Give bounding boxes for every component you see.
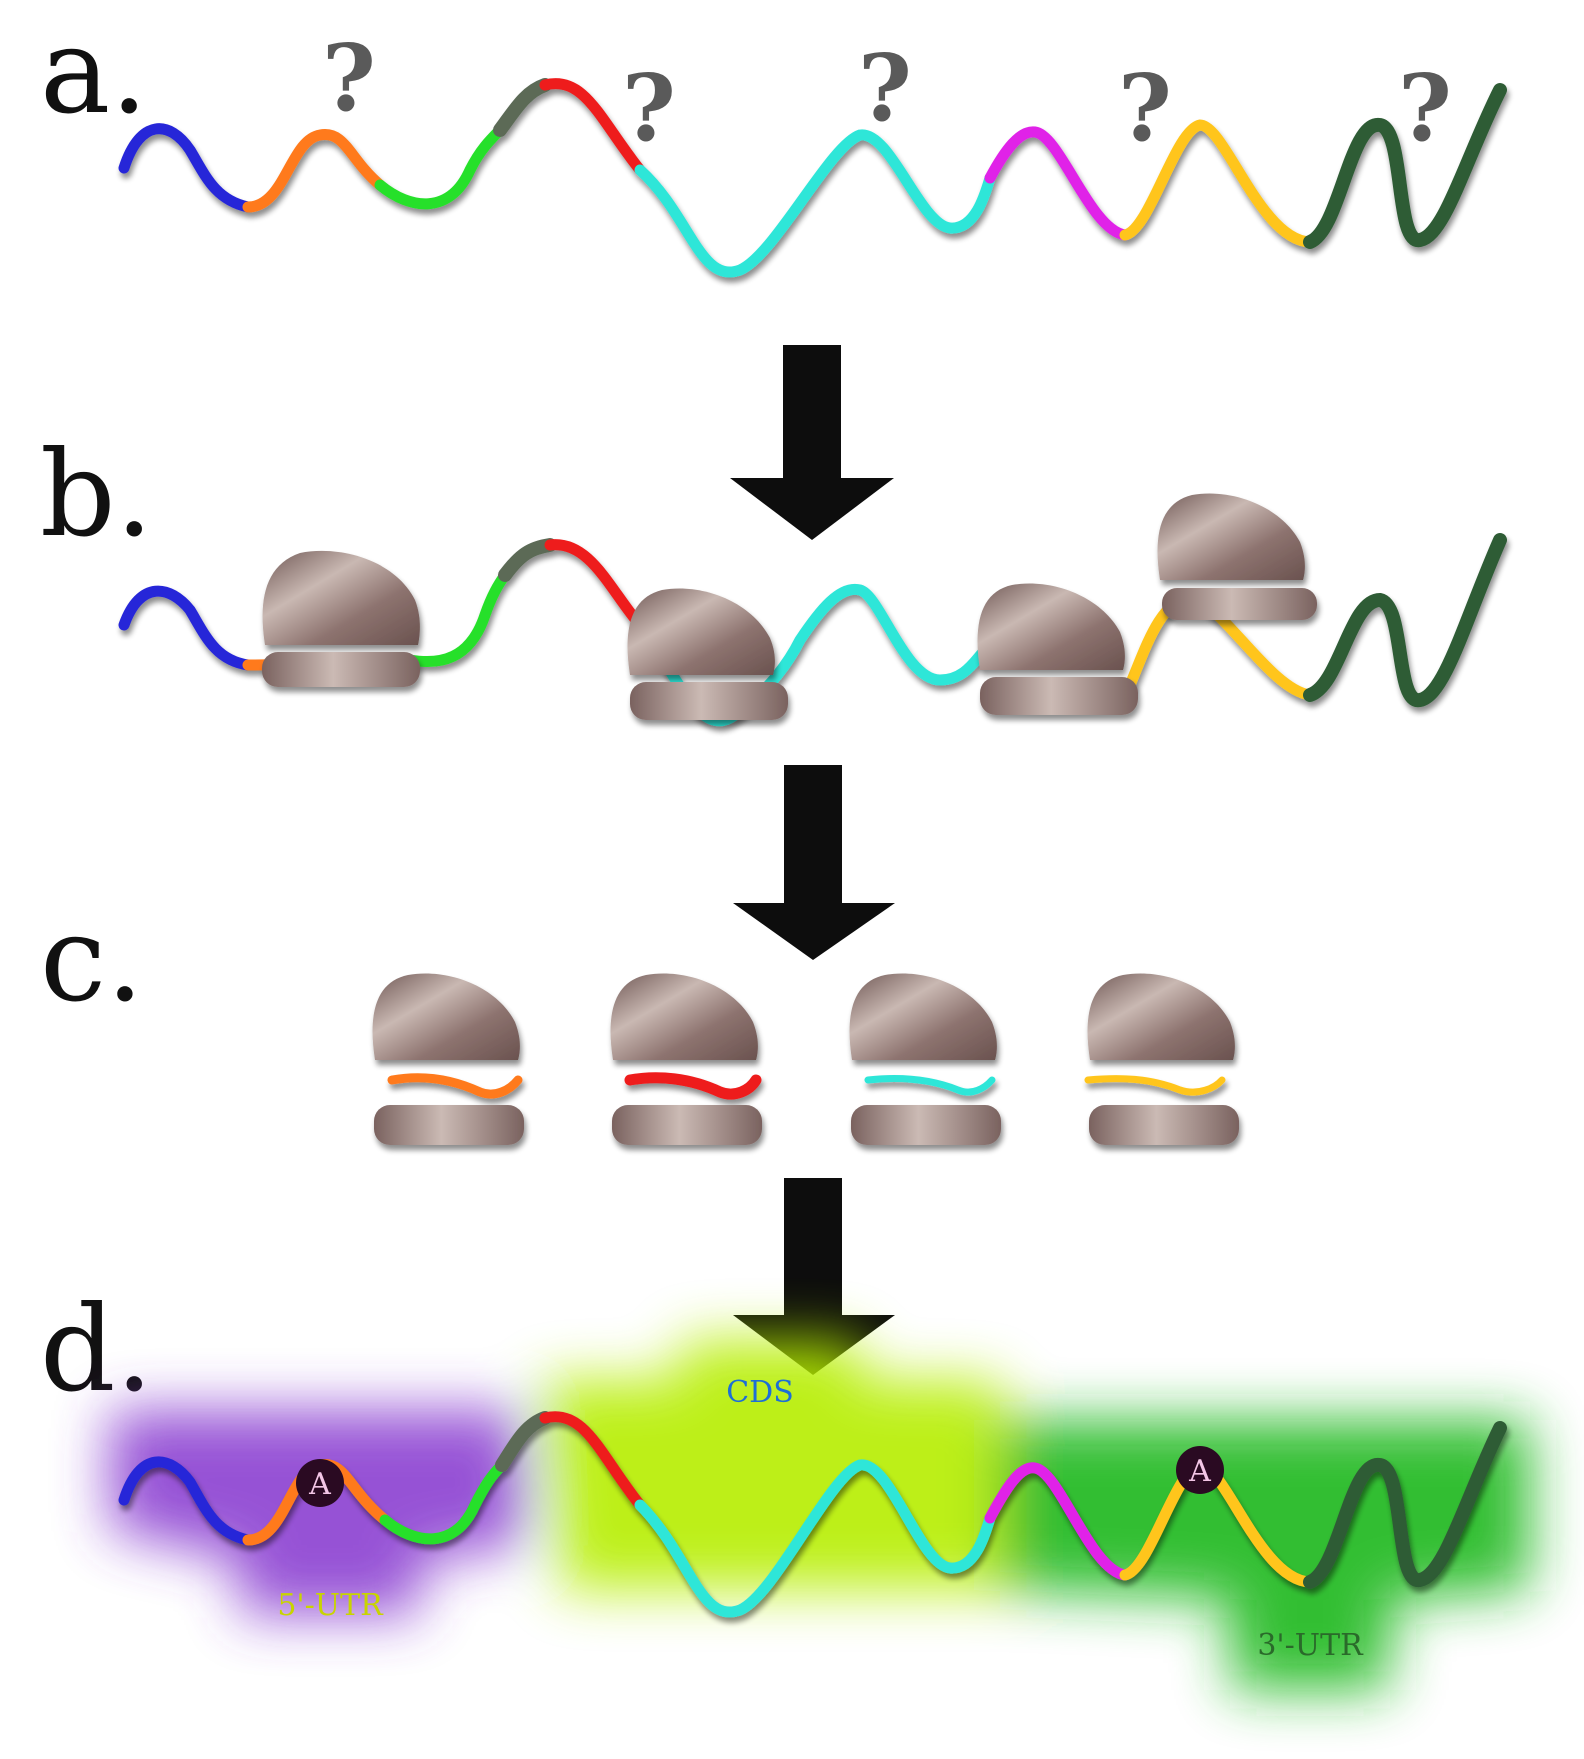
segment-green xyxy=(379,1459,508,1545)
utr5-label: 5'-UTR xyxy=(277,1588,384,1623)
question-mark-2: ? xyxy=(622,54,676,162)
ribosome-b1 xyxy=(262,550,420,687)
panel-b: b. xyxy=(40,425,1507,727)
segment-darkgreen xyxy=(1303,83,1507,249)
ribosome-footprint-yellow xyxy=(1084,973,1239,1145)
question-marks: ? ? ? ? ? xyxy=(322,24,1452,162)
arrow-down-1 xyxy=(730,345,894,540)
ribosome-footprint-cyan xyxy=(849,973,1001,1145)
ribosome-footprint-orange xyxy=(372,973,524,1145)
segment-cyan xyxy=(634,1459,996,1618)
segment-red xyxy=(539,1411,646,1511)
segment-magenta xyxy=(984,1462,1131,1581)
footprint-yellow xyxy=(1084,1075,1226,1096)
cds-label: CDS xyxy=(726,1375,794,1410)
segment-red xyxy=(539,78,646,176)
segment-gray xyxy=(495,1411,552,1472)
panel-a-letter: a. xyxy=(40,2,148,140)
footprint-red xyxy=(624,1072,762,1100)
panel-a: a. ? ? ? ? ? xyxy=(40,2,1507,278)
segment-blue xyxy=(118,585,254,671)
segment-gray xyxy=(493,78,552,137)
segment-orange xyxy=(242,129,386,213)
question-mark-4: ? xyxy=(1118,54,1172,162)
segment-blue xyxy=(118,123,254,213)
panel-d: d. A A 5'-UTR CDS 3'-UTR xyxy=(40,1280,1530,1690)
site-marker-5utr-letter: A xyxy=(308,1467,331,1502)
ribosome-b2 xyxy=(627,588,788,720)
segment-green xyxy=(404,569,511,668)
site-marker-3utr: A xyxy=(1176,1446,1224,1494)
segment-darkgreen xyxy=(1303,1421,1507,1589)
arrow-down-2 xyxy=(733,765,895,960)
segment-blue xyxy=(118,1456,254,1546)
segment-red xyxy=(544,539,646,631)
ribosome-footprint-red xyxy=(610,973,762,1145)
panel-c: c. xyxy=(40,890,1239,1145)
question-mark-5: ? xyxy=(1398,54,1452,162)
site-marker-3utr-letter: A xyxy=(1188,1454,1211,1489)
footprint-cyan xyxy=(864,1075,996,1096)
footprint-orange xyxy=(387,1073,523,1099)
question-mark-3: ? xyxy=(858,34,912,142)
site-marker-5utr: A xyxy=(296,1459,344,1507)
arrow-down-3 xyxy=(733,1178,895,1375)
panel-c-letter: c. xyxy=(40,890,144,1028)
segment-gray xyxy=(498,538,557,582)
panel-b-letter: b. xyxy=(40,425,153,563)
utr5-glow xyxy=(110,1410,525,1615)
utr3-label: 3'-UTR xyxy=(1257,1628,1364,1663)
segment-green xyxy=(374,124,506,210)
mrna-strand-a xyxy=(118,78,1507,278)
question-mark-1: ? xyxy=(322,24,376,132)
ribosome-b3 xyxy=(977,583,1138,715)
segment-magenta xyxy=(984,126,1131,241)
segment-darkgreen xyxy=(1303,533,1507,707)
ribosome-b4 xyxy=(1157,493,1317,620)
panel-d-letter: d. xyxy=(40,1280,153,1418)
segment-yellow xyxy=(1119,119,1316,248)
segment-cyan xyxy=(634,129,996,278)
